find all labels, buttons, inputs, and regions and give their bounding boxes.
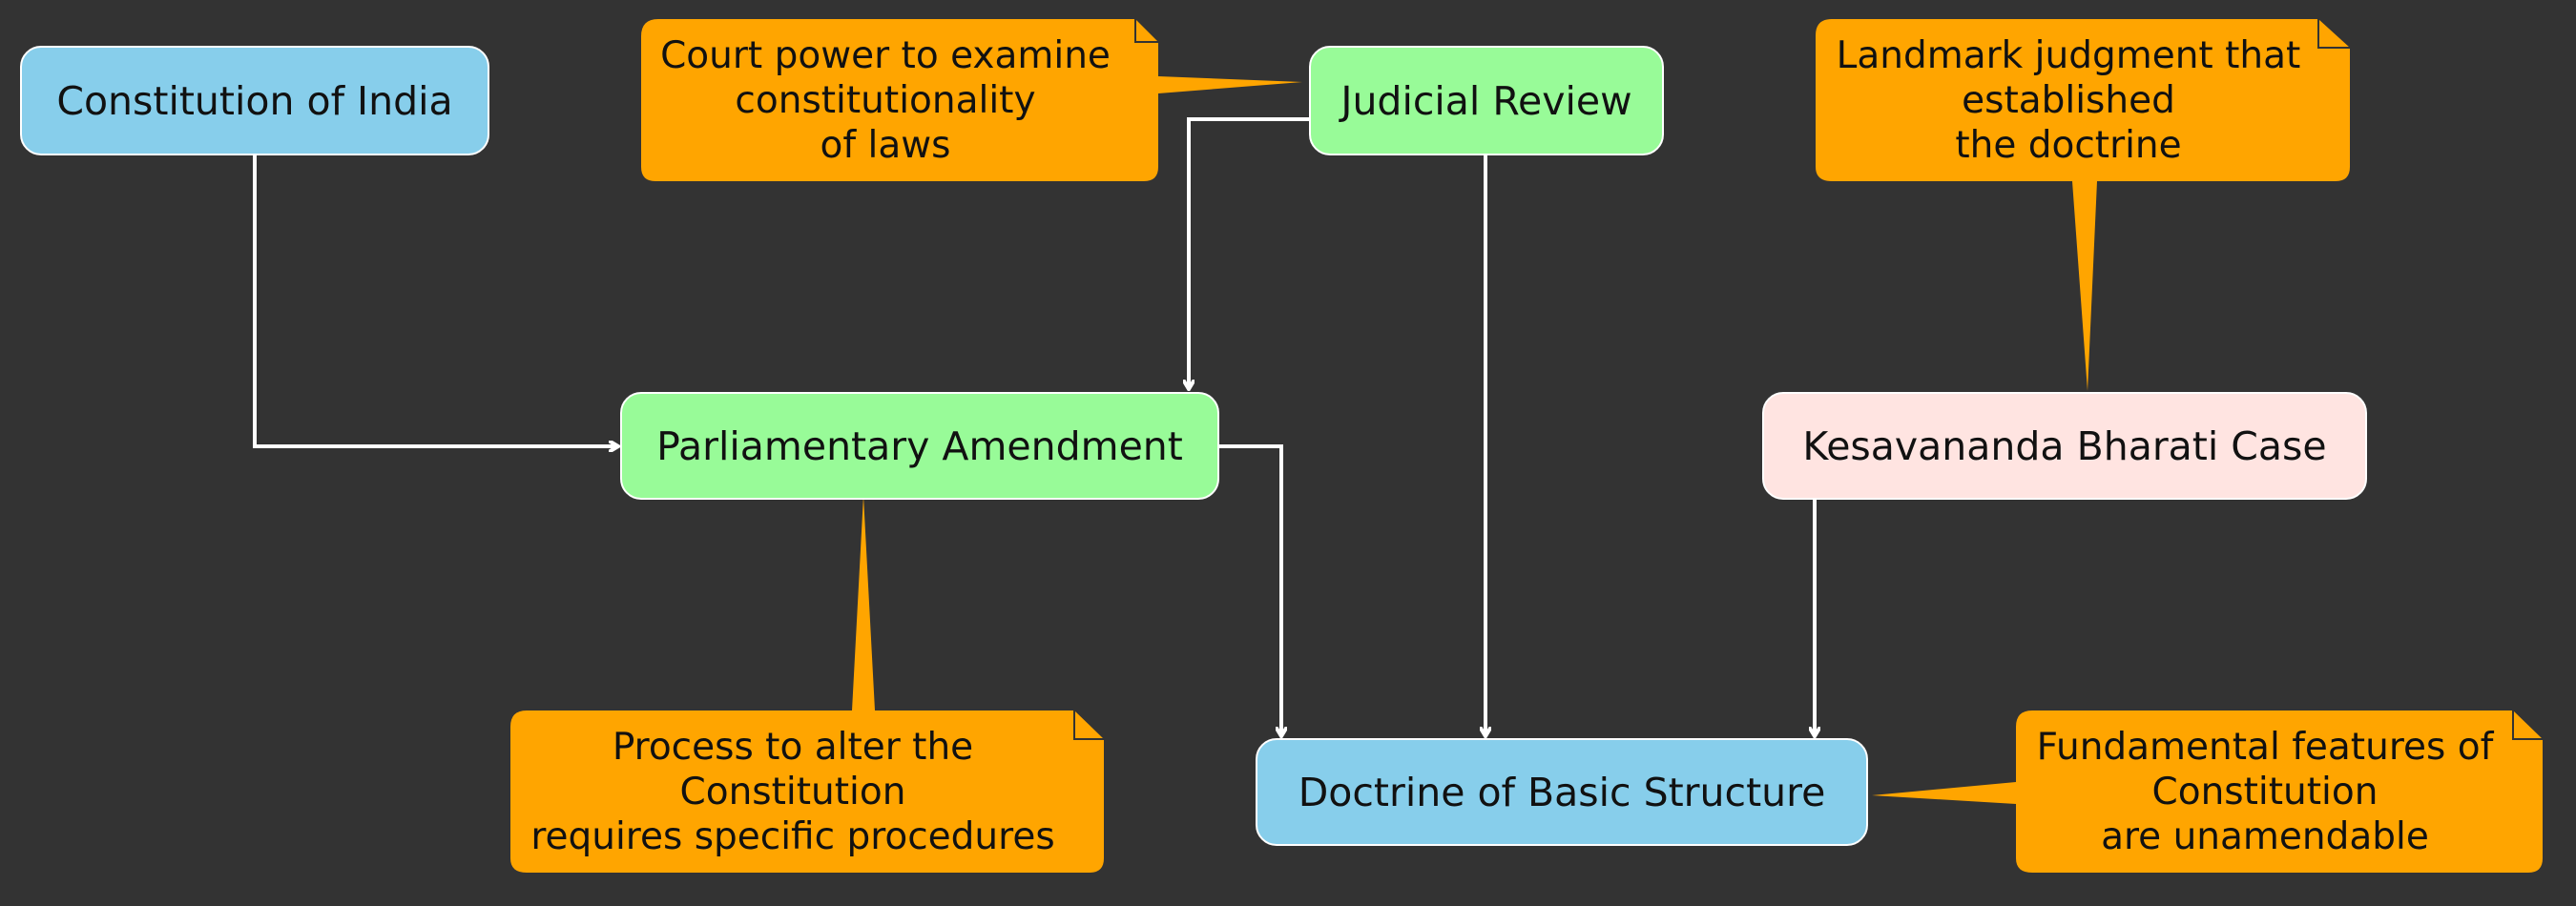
- node-label: Judicial Review: [1340, 77, 1632, 124]
- note-amendment: Process to alter the Constitution requir…: [510, 710, 1075, 873]
- node-label: Doctrine of Basic Structure: [1298, 769, 1826, 815]
- node-label: Kesavananda Bharati Case: [1802, 422, 2327, 469]
- note-kesavananda-shape: [1816, 19, 2350, 391]
- node-parliamentary-amendment[interactable]: Parliamentary Amendment: [620, 392, 1219, 500]
- note-basic-structure-shape: [1872, 710, 2543, 873]
- note-kesavananda: Landmark judgment that established the d…: [1816, 19, 2321, 181]
- node-label: Constitution of India: [56, 77, 453, 124]
- note-amendment-shape: [510, 496, 1104, 873]
- note-basic-structure: Fundamental features of Constitution are…: [2016, 710, 2514, 873]
- node-kesavananda-bharati-case[interactable]: Kesavananda Bharati Case: [1762, 392, 2367, 500]
- edge-amendment-to-basic-structure: [1219, 444, 1281, 736]
- node-doctrine-of-basic-structure[interactable]: Doctrine of Basic Structure: [1256, 738, 1868, 846]
- note-text: Court power to examine constitutionality…: [660, 33, 1111, 167]
- note-text: Process to alter the Constitution requir…: [530, 725, 1055, 858]
- note-judicial-review: Court power to examine constitutionality…: [641, 19, 1130, 181]
- node-constitution-of-india[interactable]: Constitution of India: [20, 46, 489, 155]
- node-label: Parliamentary Amendment: [656, 422, 1183, 469]
- edge-constitution-to-amendment: [253, 155, 618, 446]
- note-text: Fundamental features of Constitution are…: [2036, 725, 2494, 858]
- node-judicial-review[interactable]: Judicial Review: [1309, 46, 1664, 155]
- note-judicial-review-shape: [641, 19, 1302, 181]
- edge-judicial-review-to-amendment: [1189, 117, 1309, 389]
- note-text: Landmark judgment that established the d…: [1836, 33, 2301, 167]
